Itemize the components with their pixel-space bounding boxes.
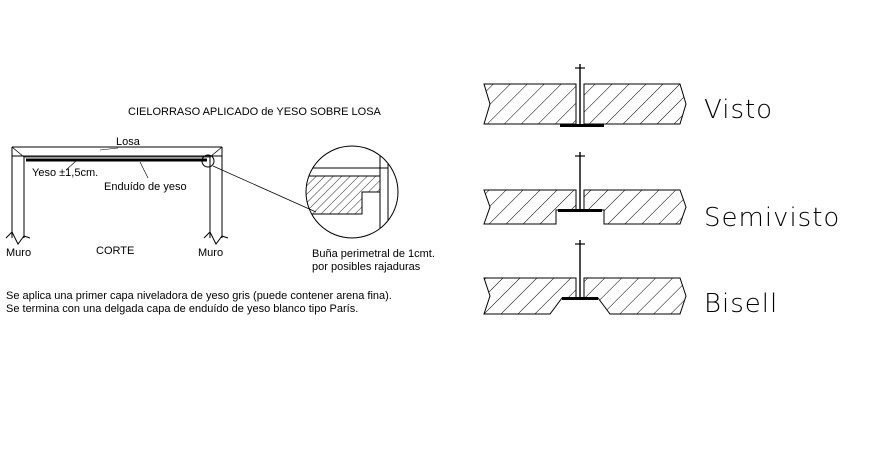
label-muro-left: Muro	[6, 247, 31, 259]
note-line2: Se termina con una delgada capa de enduí…	[6, 303, 358, 315]
bisell-tee-flange	[562, 297, 598, 300]
bisell-slab-right	[583, 277, 687, 315]
section-corte	[5, 146, 317, 245]
profile-label-bisell: Bisell	[704, 289, 778, 319]
detail-marker-circle	[201, 154, 215, 168]
semivisto-slab-right	[583, 189, 687, 225]
bisell-slab-left	[483, 277, 577, 315]
leader-yeso	[65, 160, 77, 171]
leader-enduido	[139, 161, 149, 179]
profile-semivisto	[483, 152, 687, 225]
label-corte: CORTE	[96, 245, 134, 257]
detail-enlarged	[305, 145, 399, 239]
profile-visto	[483, 64, 687, 127]
label-enduido: Enduído de yeso	[104, 181, 187, 193]
label-muro-right: Muro	[198, 247, 223, 259]
profile-label-visto: Visto	[704, 95, 773, 125]
slab-left-cap	[11, 146, 25, 158]
wall-right-break	[203, 231, 229, 245]
leader-losa	[99, 147, 119, 151]
slab-right-cap	[209, 146, 223, 158]
label-yeso: Yeso ±1,5cm.	[32, 167, 98, 179]
note-line1: Se aplica una primer capa niveladora de …	[6, 290, 392, 302]
detail-connector	[212, 165, 317, 213]
profile-label-semivisto: Semivisto	[704, 203, 840, 233]
profile-bisell	[483, 240, 687, 315]
label-losa: Losa	[116, 136, 141, 148]
detail-note-line1: Buña perimetral de 1cmt.	[312, 248, 435, 260]
detail-note-line2: por posibles rajaduras	[312, 261, 421, 273]
semivisto-slab-left	[483, 189, 577, 225]
wall-left-break	[5, 231, 31, 245]
drawing-title: CIELORRASO APLICADO de YESO SOBRE LOSA	[128, 106, 382, 118]
visto-slab-right	[583, 83, 687, 125]
visto-slab-left	[483, 83, 577, 125]
semivisto-tee-flange	[558, 209, 602, 212]
visto-tee-flange	[560, 124, 604, 127]
